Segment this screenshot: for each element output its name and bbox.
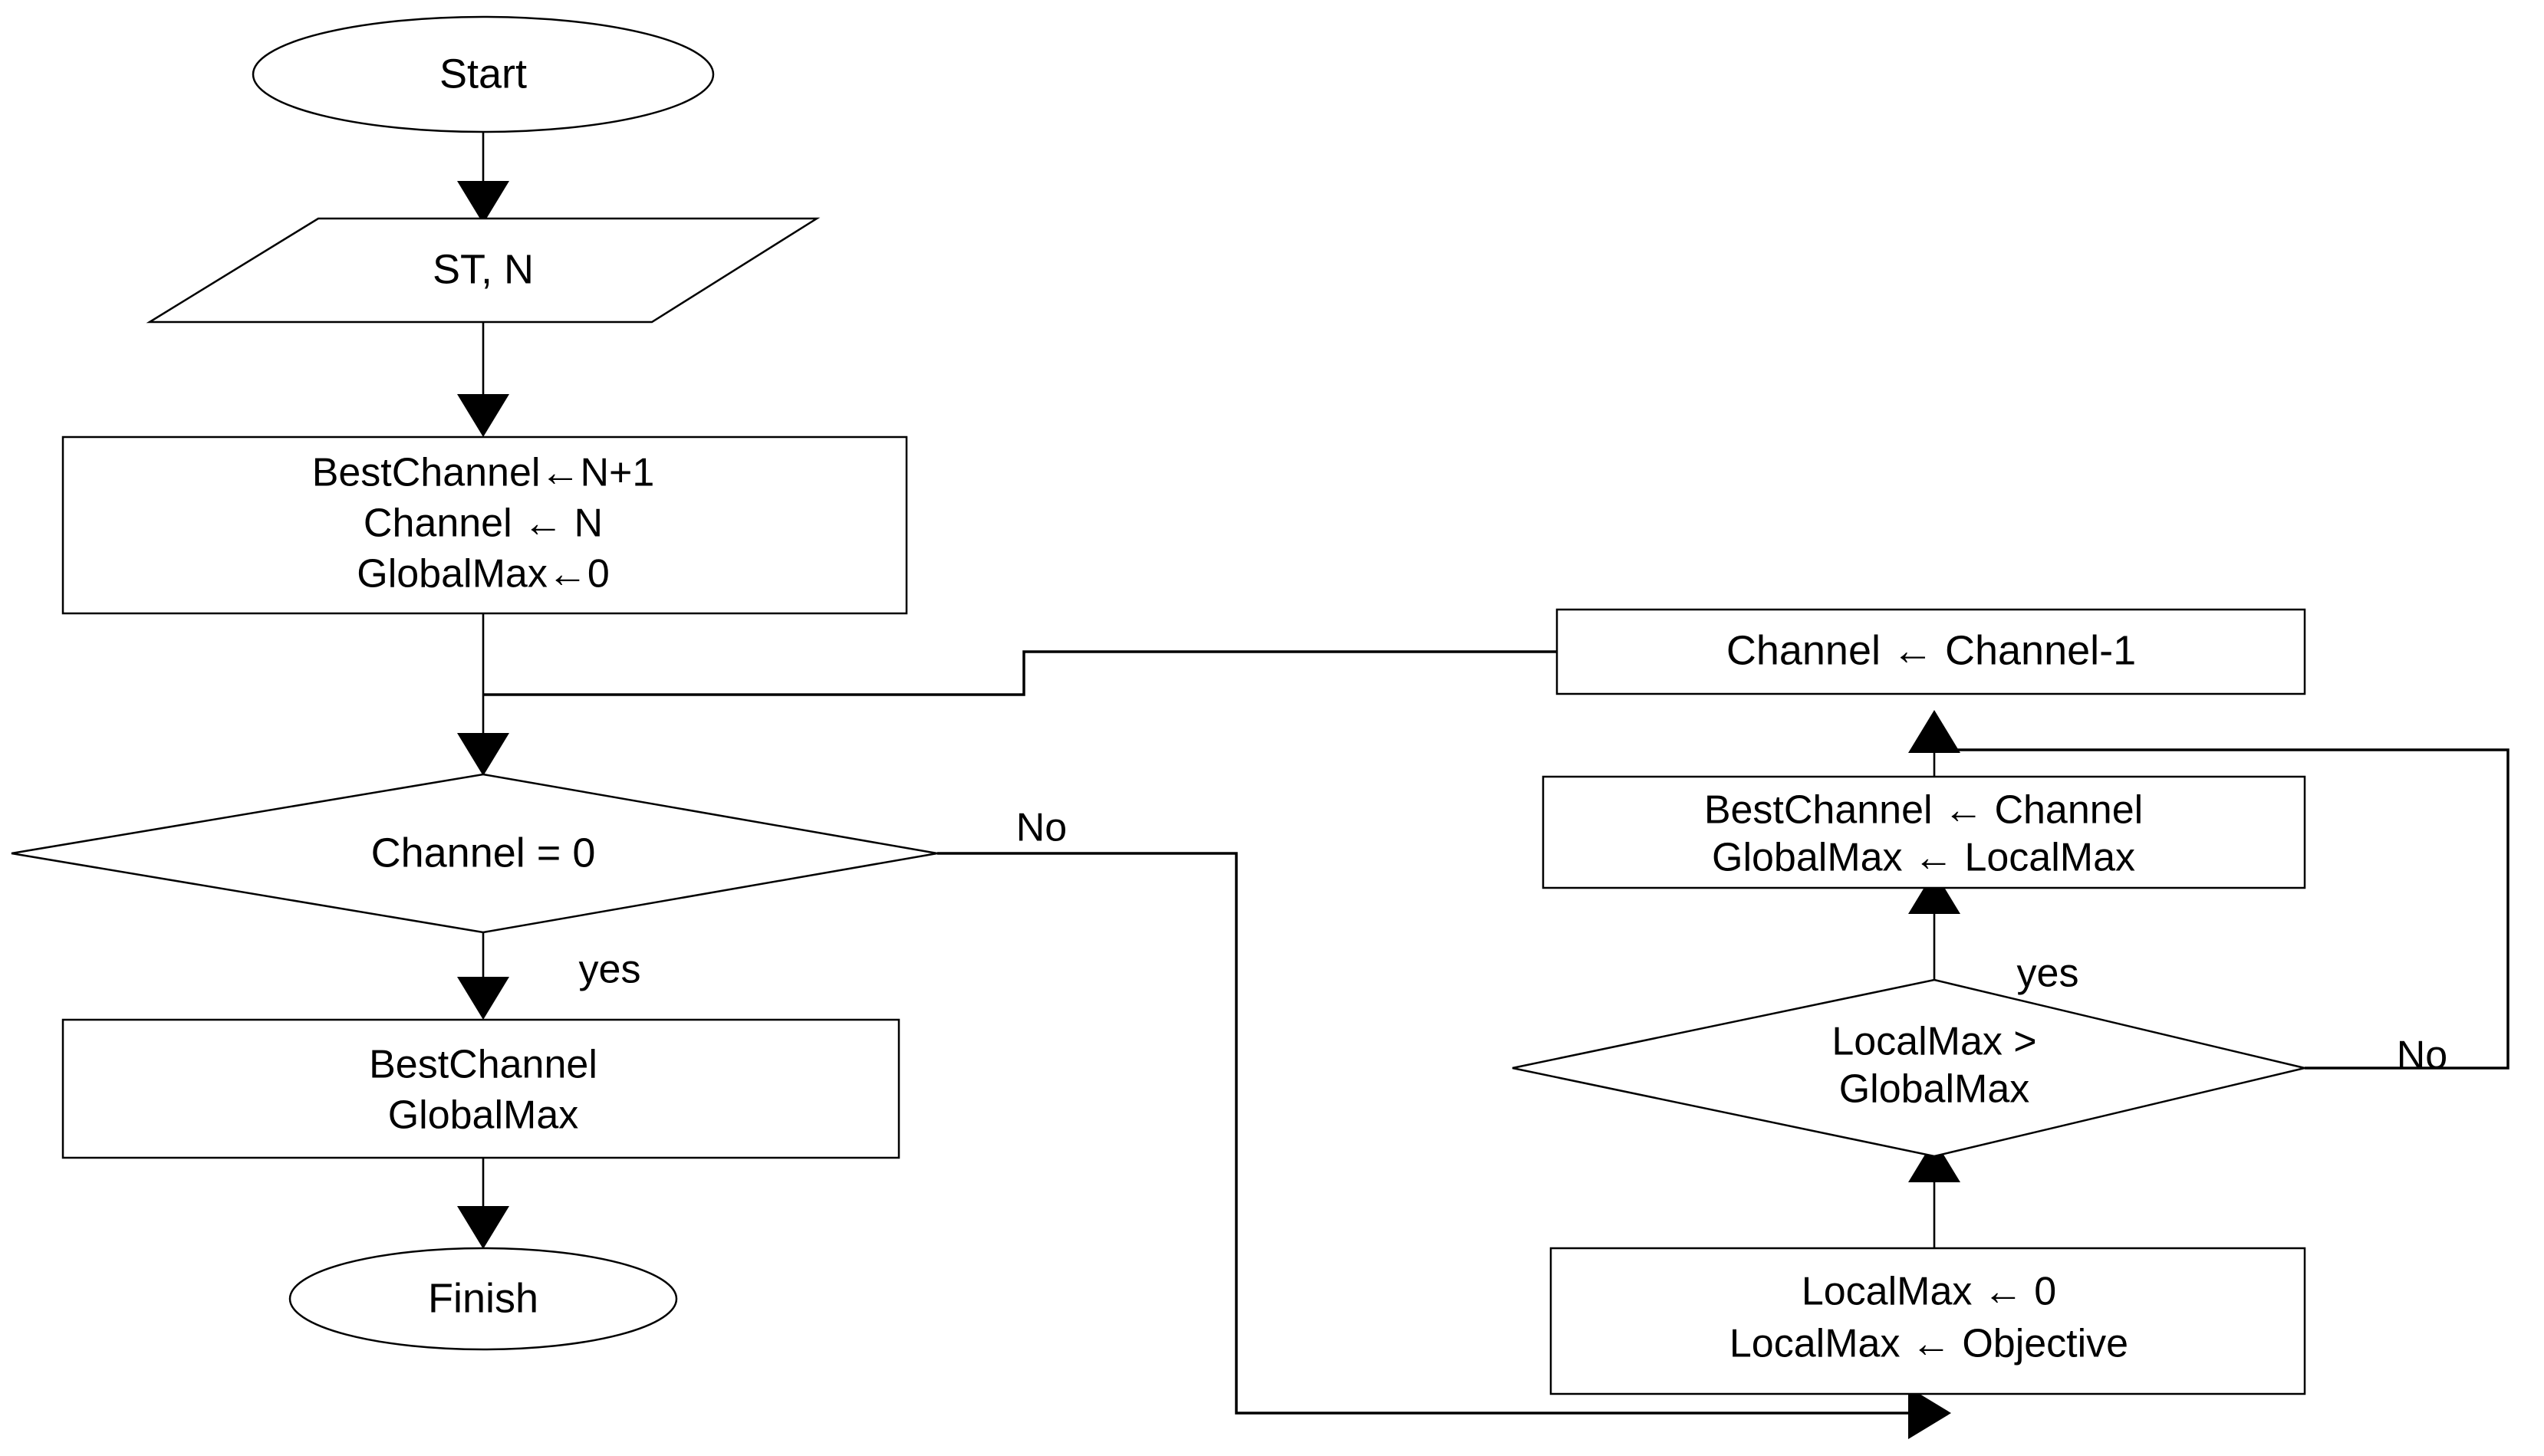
node-input[interactable]: ST, N	[146, 217, 821, 324]
node-compute-localmax-line2: LocalMax ← Objective	[1729, 1322, 2128, 1366]
node-output-line2: GlobalMax	[388, 1093, 579, 1138]
edge-decision-no-to-compute	[937, 852, 1951, 1439]
node-decision-localmax-line2: GlobalMax	[1839, 1067, 2030, 1112]
node-input-label: ST, N	[433, 246, 534, 292]
edge-output-to-finish	[457, 1158, 509, 1249]
node-start[interactable]: Start	[252, 15, 715, 133]
edge-localmax-no-to-decrement	[1934, 748, 2509, 1070]
edge-label-localmax-no: No	[2397, 1034, 2447, 1078]
edge-start-to-input	[457, 119, 509, 224]
edge-update-to-decrement	[1908, 710, 1960, 777]
node-finish[interactable]: Finish	[288, 1247, 678, 1351]
edge-compute-to-decision-localmax	[1908, 1139, 1960, 1250]
node-update-best[interactable]: BestChannel ← Channel GlobalMax ← LocalM…	[1542, 775, 2306, 889]
node-init-line1: BestChannel←N+1	[312, 451, 655, 495]
node-finish-label: Finish	[428, 1275, 538, 1321]
node-output-line1: BestChannel	[369, 1043, 597, 1087]
node-compute-localmax[interactable]: LocalMax ← 0 LocalMax ← Objective	[1549, 1247, 2306, 1395]
node-compute-localmax-line1: LocalMax ← 0	[1802, 1270, 2056, 1314]
node-decrement[interactable]: Channel ← Channel-1	[1555, 608, 2306, 695]
edge-decision-yes-to-output	[457, 932, 509, 1020]
node-start-label: Start	[439, 51, 527, 97]
node-decision-localmax[interactable]: LocalMax > GlobalMax	[1512, 978, 2305, 1158]
node-update-best-line2: GlobalMax ← LocalMax	[1712, 836, 2135, 880]
node-init[interactable]: BestChannel←N+1 Channel ← N GlobalMax←0	[61, 435, 908, 615]
node-decision-channel-label: Channel = 0	[371, 830, 596, 876]
node-init-line2: Channel ← N	[364, 501, 603, 546]
edge-label-channel-no: No	[1016, 806, 1067, 850]
edge-localmax-yes-to-update	[1908, 871, 1960, 980]
node-decrement-label: Channel ← Channel-1	[1726, 627, 2136, 673]
node-decision-channel[interactable]: Channel = 0	[11, 773, 938, 934]
edge-decrement-to-decision	[483, 650, 1557, 696]
edge-label-channel-yes: yes	[579, 948, 641, 992]
node-output[interactable]: BestChannel GlobalMax	[61, 1018, 900, 1159]
edge-input-to-init	[457, 322, 509, 437]
node-init-line3: GlobalMax←0	[357, 552, 609, 597]
edge-label-localmax-yes: yes	[2017, 951, 2079, 996]
node-update-best-line1: BestChannel ← Channel	[1704, 788, 2143, 833]
edge-init-to-decision	[457, 613, 509, 776]
node-decision-localmax-line1: LocalMax >	[1831, 1020, 2036, 1064]
